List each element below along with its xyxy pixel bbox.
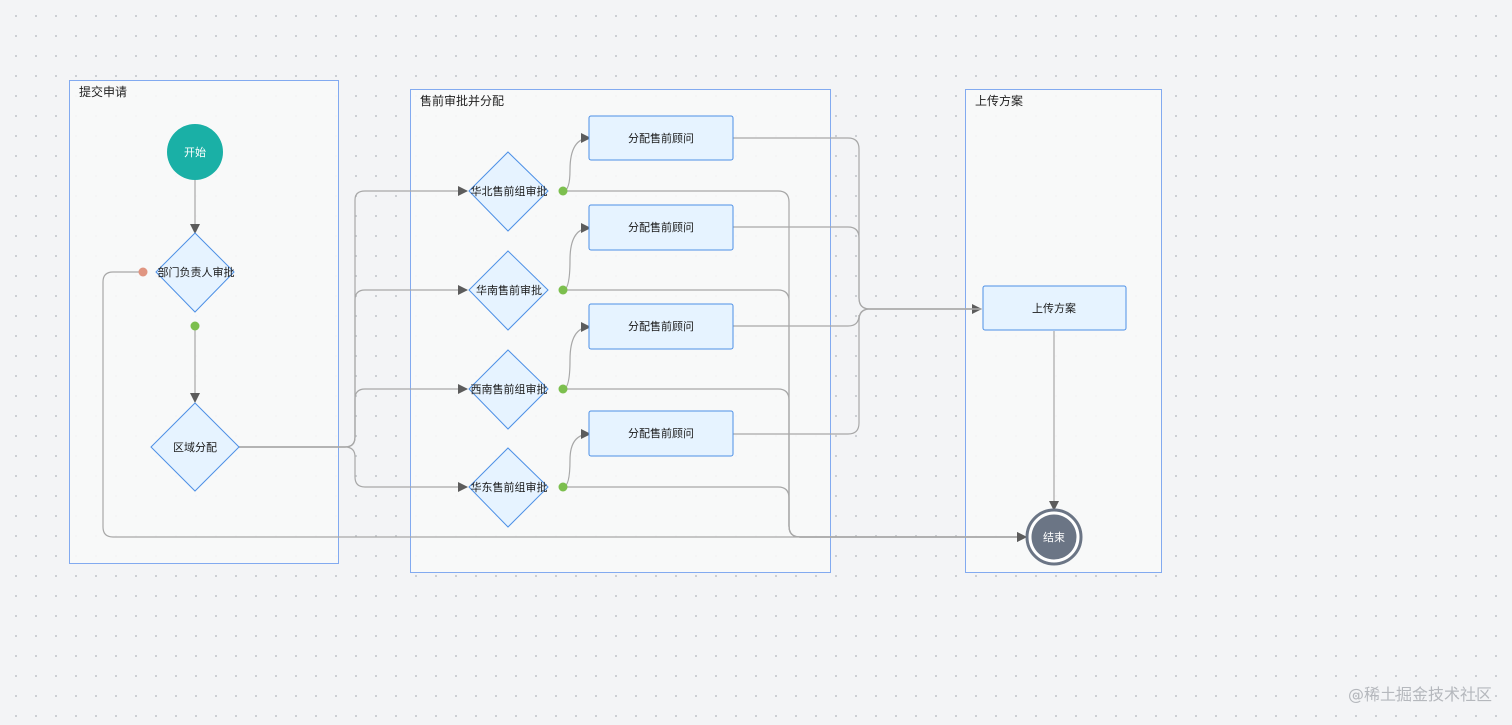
west-review-label: 西南售前组审批 [471,382,548,396]
assign-consultant-label-1: 分配售前顾问 [628,131,694,145]
edge-region-to-west [239,384,468,448]
edge-assign4-to-upload [733,308,981,435]
edge-dept-reject-to-end [102,271,1027,542]
edge-assign2-to-upload [733,226,981,310]
assign-consultant-box-4[interactable]: 分配售前顾问 [588,410,734,457]
north-review-label: 华北售前组审批 [471,184,548,198]
edge-region-to-south [239,285,468,448]
assign-consultant-box-2[interactable]: 分配售前顾问 [588,204,734,251]
end-label: 结束 [1043,531,1065,544]
edge-west-to-assign [562,322,591,390]
start-label: 开始 [184,145,206,159]
assign-consultant-label-3: 分配售前顾问 [628,319,694,333]
start-node[interactable]: 开始 [167,124,223,180]
assign-consultant-label-2: 分配售前顾问 [628,220,694,234]
south-review-label: 华南售前审批 [476,283,542,297]
west-review-diamond[interactable]: 西南售前组审批 [468,349,549,430]
lane-upload-plan: 上传方案 [965,89,1162,573]
edge-assign1-to-upload [733,137,982,314]
lane-title-upload: 上传方案 [975,94,1024,108]
dept-reject-port [138,267,148,277]
south-review-diamond[interactable]: 华南售前审批 [468,250,549,331]
dept-review-diamond[interactable]: 部门负责人审批 [155,232,235,313]
north-review-diamond[interactable]: 华北售前组审批 [468,151,549,232]
region-assign-label: 区域分配 [173,441,217,454]
end-node[interactable]: 结束 [1025,508,1083,566]
watermark: @稀土掘金技术社区 [1347,685,1492,704]
lane-title-presales: 售前审批并分配 [420,94,505,108]
upload-plan-box[interactable]: 上传方案 [982,285,1127,331]
edge-east-reject [563,486,1026,538]
upload-plan-label: 上传方案 [1032,301,1076,315]
assign-consultant-box-3[interactable]: 分配售前顾问 [588,303,734,350]
east-approve-port [558,482,568,492]
west-approve-port [558,384,568,394]
assign-consultant-label-4: 分配售前顾问 [628,426,694,440]
dept-approve-port [190,321,200,331]
edge-south-to-assign [562,223,591,291]
south-approve-port [558,285,568,295]
east-review-label: 华东售前组审批 [471,480,548,494]
assign-consultant-box-1[interactable]: 分配售前顾问 [588,115,734,161]
north-approve-port [558,186,568,196]
region-assign-diamond[interactable]: 区域分配 [150,402,240,492]
edge-assign3-to-upload [733,308,981,327]
edge-region-to-east [239,446,468,492]
edge-north-to-assign [562,133,591,192]
edge-east-to-assign [562,429,591,488]
east-review-diamond[interactable]: 华东售前组审批 [468,447,549,528]
lane-title-submit: 提交申请 [79,85,128,99]
dept-review-label: 部门负责人审批 [158,265,235,279]
edge-region-to-north [239,186,468,448]
